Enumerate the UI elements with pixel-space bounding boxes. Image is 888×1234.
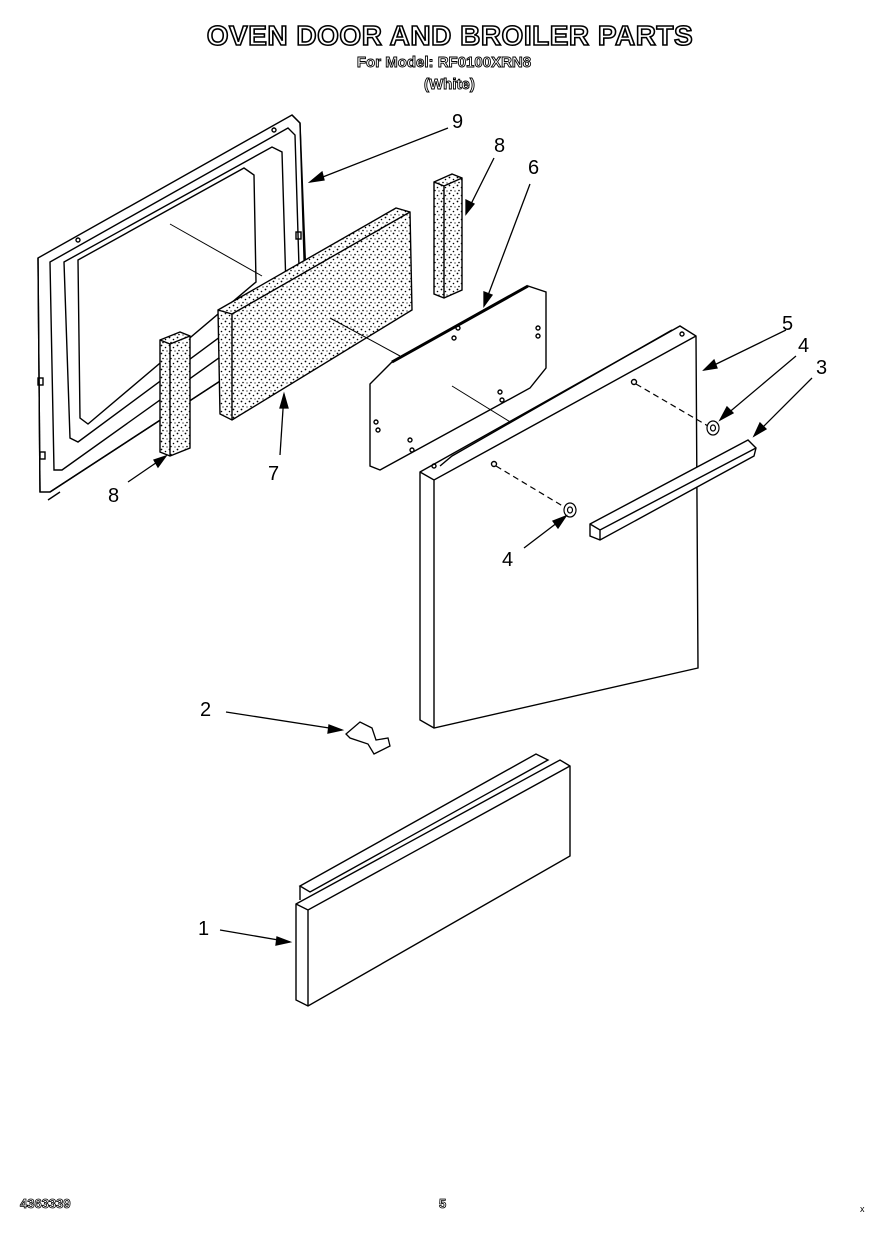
part-7-insulation xyxy=(217,207,413,421)
callout-4-left: 4 xyxy=(502,549,513,571)
page-number: 5 xyxy=(439,1196,447,1212)
model-line: For Model: RF0100XRN8 xyxy=(356,54,532,72)
callout-1: 1 xyxy=(198,918,209,940)
part-4-spacers xyxy=(495,383,720,518)
callout-6: 6 xyxy=(528,157,539,179)
callout-4-right: 4 xyxy=(798,335,809,357)
color-variant: (White) xyxy=(424,76,476,94)
part-3-handle xyxy=(589,439,757,541)
callout-9: 9 xyxy=(452,111,463,133)
part-8-insulation-strip-top xyxy=(433,173,463,299)
callout-3: 3 xyxy=(816,357,827,379)
callout-2: 2 xyxy=(200,699,211,721)
part-8-insulation-strip-bottom xyxy=(159,331,191,457)
callout-8-top: 8 xyxy=(494,135,505,157)
leader-lines xyxy=(127,127,813,946)
page-title: OVEN DOOR AND BROILER PARTS xyxy=(206,19,694,52)
part-2-clip xyxy=(345,721,391,755)
callout-5: 5 xyxy=(782,313,793,335)
part-6-inner-panel xyxy=(369,284,547,471)
part-1-broiler-drawer xyxy=(295,753,571,1007)
callout-8-bottom: 8 xyxy=(108,485,119,507)
assembly-lines xyxy=(169,223,521,429)
callout-7: 7 xyxy=(268,463,279,485)
document-number: 4363339 xyxy=(20,1196,71,1212)
corner-mark: x xyxy=(860,1204,865,1214)
